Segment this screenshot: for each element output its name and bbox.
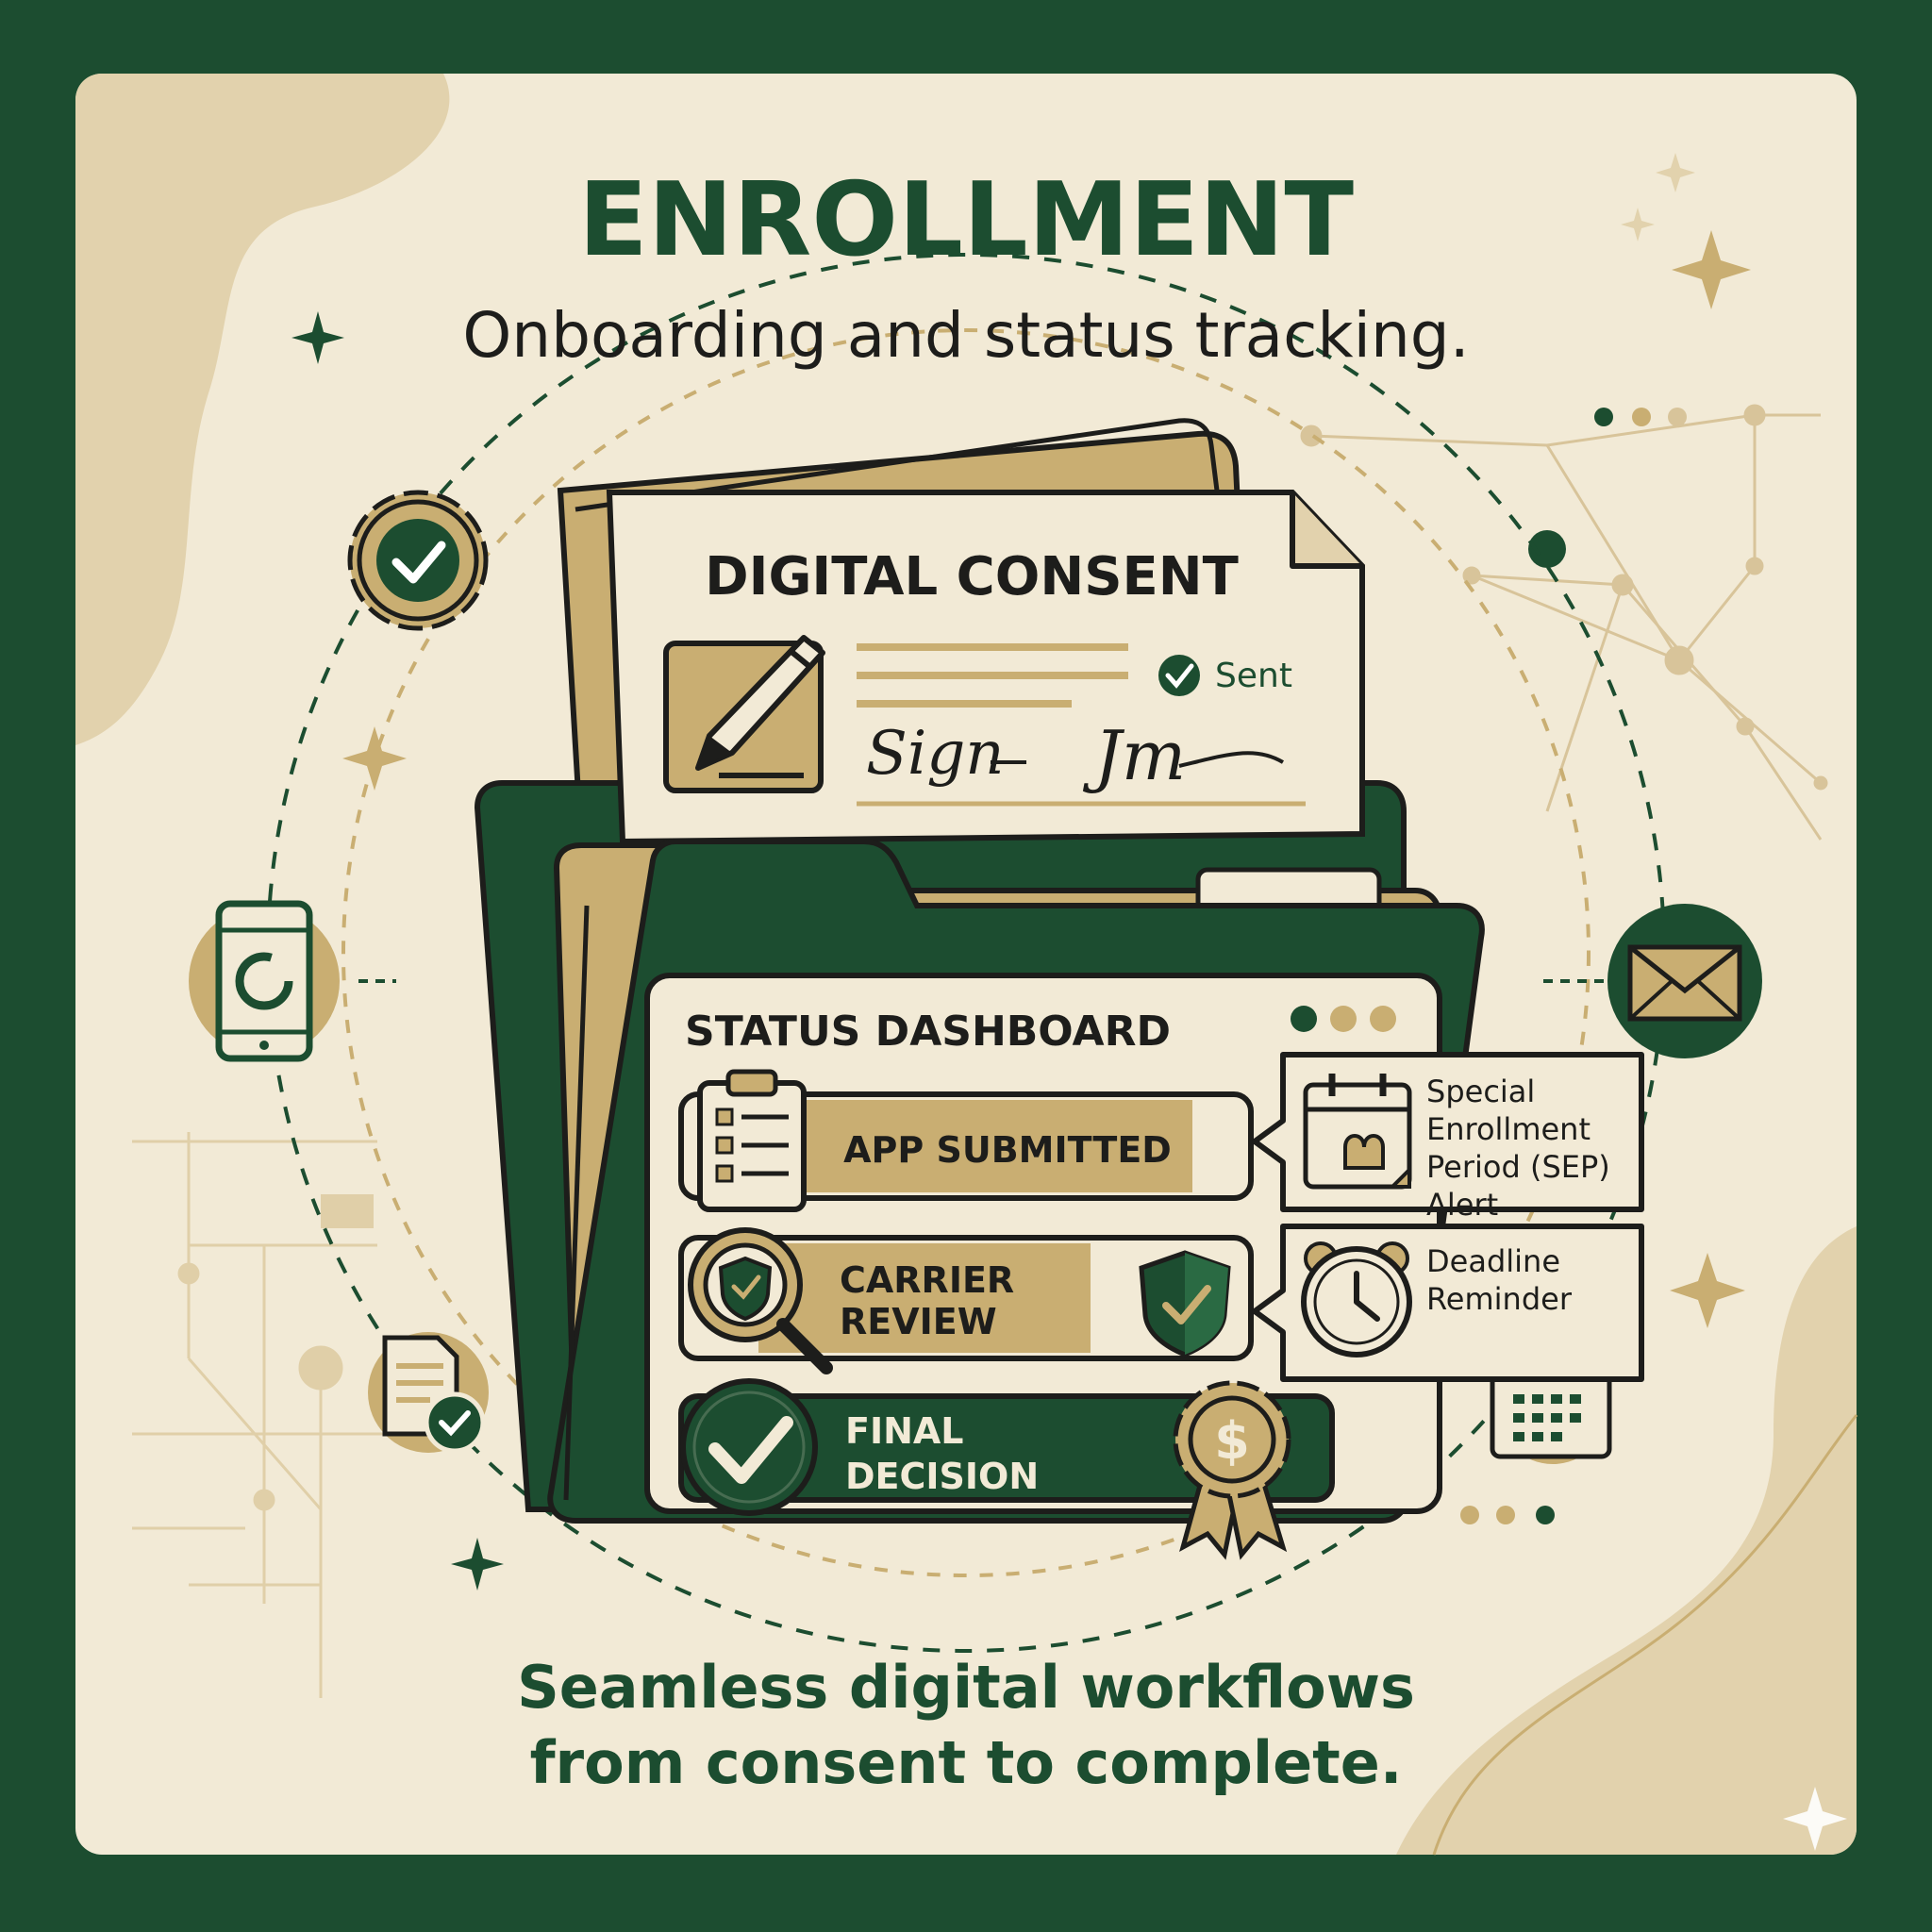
network-graph-top-right	[1300, 404, 1828, 841]
check-circle-icon	[1158, 655, 1200, 696]
alert-sep[interactable]: Special Enrollment Period (SEP) Alert	[1252, 1052, 1644, 1223]
badge-dollar-symbol: $	[1214, 1411, 1250, 1471]
step-label-line1: CARRIER	[840, 1259, 1014, 1301]
alert-text-line2: Enrollment	[1426, 1111, 1591, 1147]
status-step-final-decision[interactable]: FINAL DECISION $	[678, 1378, 1335, 1560]
signature-right: Jm	[1082, 716, 1186, 795]
back-folder-gold-2	[575, 418, 1220, 512]
document-check-icon	[368, 1332, 489, 1454]
sparkle-icon-light	[1621, 153, 1695, 242]
blob-top-left	[75, 74, 450, 745]
sent-status: Sent	[1158, 655, 1292, 696]
alert-text-line3: Period (SEP)	[1426, 1149, 1610, 1185]
step-label-line2: DECISION	[845, 1456, 1039, 1497]
window-dots	[1291, 1006, 1396, 1032]
sparkle-icon	[0, 0, 504, 1868]
footer-line-1: Seamless digital workflows	[517, 1653, 1415, 1722]
sparkle-icon-corner	[1783, 1787, 1847, 1851]
gear-check-icon	[347, 490, 489, 631]
calendar-icon	[1303, 1074, 1412, 1190]
footer-line-2: from consent to complete.	[530, 1728, 1403, 1797]
status-step-app-submitted[interactable]: APP SUBMITTED	[678, 1069, 1254, 1212]
dots-top-right	[1594, 408, 1687, 426]
magnifier-shield-icon	[688, 1227, 833, 1374]
page-subtitle: Onboarding and status tracking.	[462, 299, 1469, 372]
email-envelope-icon	[1607, 904, 1762, 1058]
signature-left: Sign	[866, 719, 1005, 789]
step-label: APP SUBMITTED	[843, 1129, 1172, 1171]
mobile-phone-icon	[189, 900, 340, 1062]
sent-label: Sent	[1215, 657, 1292, 695]
dots-bottom-right	[1460, 1506, 1555, 1524]
blob-bottom-right	[1396, 1226, 1857, 1855]
alert-text-line2: Reminder	[1426, 1281, 1573, 1317]
alert-deadline[interactable]: Deadline Reminder	[1252, 1224, 1644, 1382]
step-label-line1: FINAL	[845, 1410, 964, 1452]
network-node-green	[1528, 530, 1566, 568]
clipboard-checklist-icon	[697, 1069, 807, 1212]
alert-text-line1: Special	[1426, 1074, 1535, 1109]
clock-icon	[1301, 1241, 1412, 1357]
award-ribbon-icon: $	[1173, 1380, 1291, 1560]
dashed-orbit-inner	[341, 328, 1591, 1577]
page-title: ENROLLMENT	[578, 161, 1354, 279]
alert-text-line4: Alert	[1426, 1187, 1498, 1223]
pen-edit-icon	[663, 635, 825, 793]
blob-curve-line	[1432, 1414, 1858, 1856]
consent-title: DIGITAL CONSENT	[705, 546, 1239, 608]
folder-fold-line	[563, 905, 590, 1501]
small-rect-decor	[321, 1194, 374, 1228]
dashboard-title: STATUS DASHBOARD	[685, 1008, 1171, 1056]
digital-consent-card: DIGITAL CONSENT Sent Sign Jm	[606, 490, 1365, 845]
check-circle-icon	[680, 1378, 818, 1516]
status-step-carrier-review[interactable]: CARRIER REVIEW	[678, 1227, 1254, 1374]
network-graph-bottom-left	[132, 1132, 434, 1698]
alert-text-line1: Deadline	[1426, 1243, 1560, 1279]
shield-check-icon	[1139, 1250, 1231, 1357]
step-label-line2: REVIEW	[840, 1301, 997, 1342]
sparkle-icon-gold	[342, 230, 1751, 1328]
